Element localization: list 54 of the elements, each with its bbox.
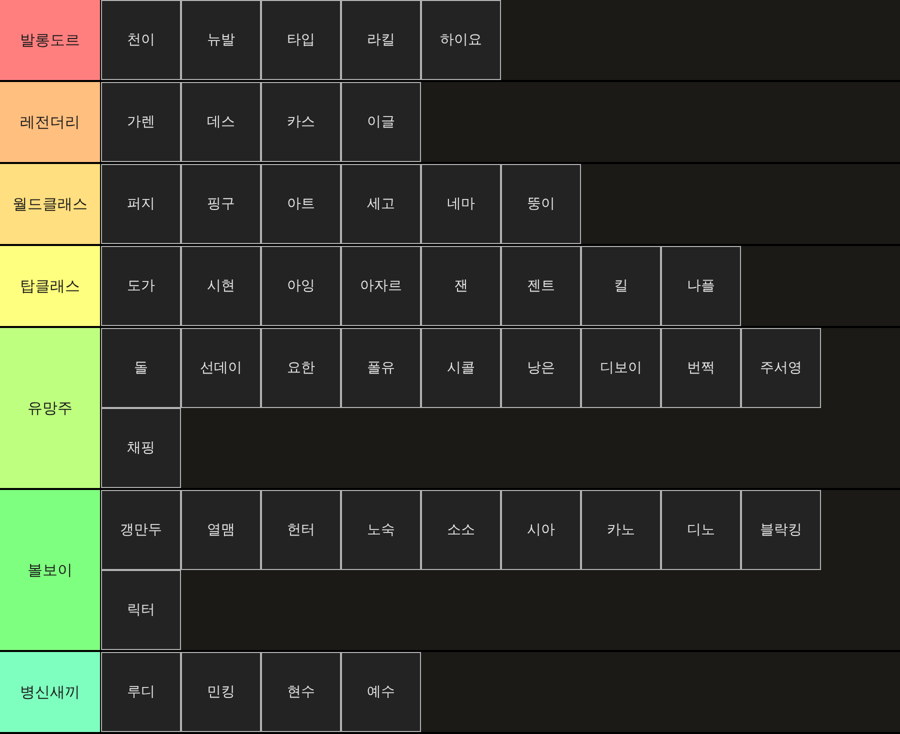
name-tile: 시콜 — [421, 328, 501, 408]
name-tile: 퍼지 — [101, 164, 181, 244]
name-tile: 채핑 — [101, 408, 181, 488]
name-tile: 나플 — [661, 246, 741, 326]
name-tile: 뚱이 — [501, 164, 581, 244]
name-tile: 카노 — [581, 490, 661, 570]
name-tile: 카스 — [261, 82, 341, 162]
tier-label: 레전더리 — [0, 82, 100, 162]
name-tile: 타입 — [261, 0, 341, 80]
name-tile: 릭터 — [101, 570, 181, 650]
name-tile: 시현 — [181, 246, 261, 326]
name-tile: 라킬 — [341, 0, 421, 80]
name-tile: 헌터 — [261, 490, 341, 570]
name-tile: 열맴 — [181, 490, 261, 570]
name-tile: 돌 — [101, 328, 181, 408]
tier-label: 월드클래스 — [0, 164, 100, 244]
name-tile: 세고 — [341, 164, 421, 244]
name-tile: 요한 — [261, 328, 341, 408]
name-tile: 현수 — [261, 652, 341, 732]
name-tile: 루디 — [101, 652, 181, 732]
name-tile: 천이 — [101, 0, 181, 80]
name-tile: 아잉 — [261, 246, 341, 326]
name-tile: 핑구 — [181, 164, 261, 244]
name-tile: 킬 — [581, 246, 661, 326]
name-tile: 노숙 — [341, 490, 421, 570]
name-tile: 아트 — [261, 164, 341, 244]
name-tile: 낭은 — [501, 328, 581, 408]
name-tile: 소소 — [421, 490, 501, 570]
name-tile: 민킹 — [181, 652, 261, 732]
name-tile: 주서영 — [741, 328, 821, 408]
name-tile: 뉴발 — [181, 0, 261, 80]
name-tile: 이글 — [341, 82, 421, 162]
tier-label: 유망주 — [0, 328, 100, 488]
name-tile: 가렌 — [101, 82, 181, 162]
tier-label: 탑클래스 — [0, 246, 100, 326]
name-tile: 디노 — [661, 490, 741, 570]
name-tile: 블락킹 — [741, 490, 821, 570]
name-tile: 갱만두 — [101, 490, 181, 570]
name-tile: 도가 — [101, 246, 181, 326]
name-tile: 잰 — [421, 246, 501, 326]
tier-label: 병신새끼 — [0, 652, 100, 732]
name-tile: 선데이 — [181, 328, 261, 408]
name-tile: 데스 — [181, 82, 261, 162]
tier-label: 발롱도르 — [0, 0, 100, 80]
name-tile: 시아 — [501, 490, 581, 570]
name-tile: 디보이 — [581, 328, 661, 408]
name-tile: 젠트 — [501, 246, 581, 326]
name-tile: 하이요 — [421, 0, 501, 80]
name-tile: 아자르 — [341, 246, 421, 326]
name-tile: 예수 — [341, 652, 421, 732]
name-tile: 폴유 — [341, 328, 421, 408]
name-tile: 네마 — [421, 164, 501, 244]
tier-label: 볼보이 — [0, 490, 100, 650]
name-tile: 번쩍 — [661, 328, 741, 408]
